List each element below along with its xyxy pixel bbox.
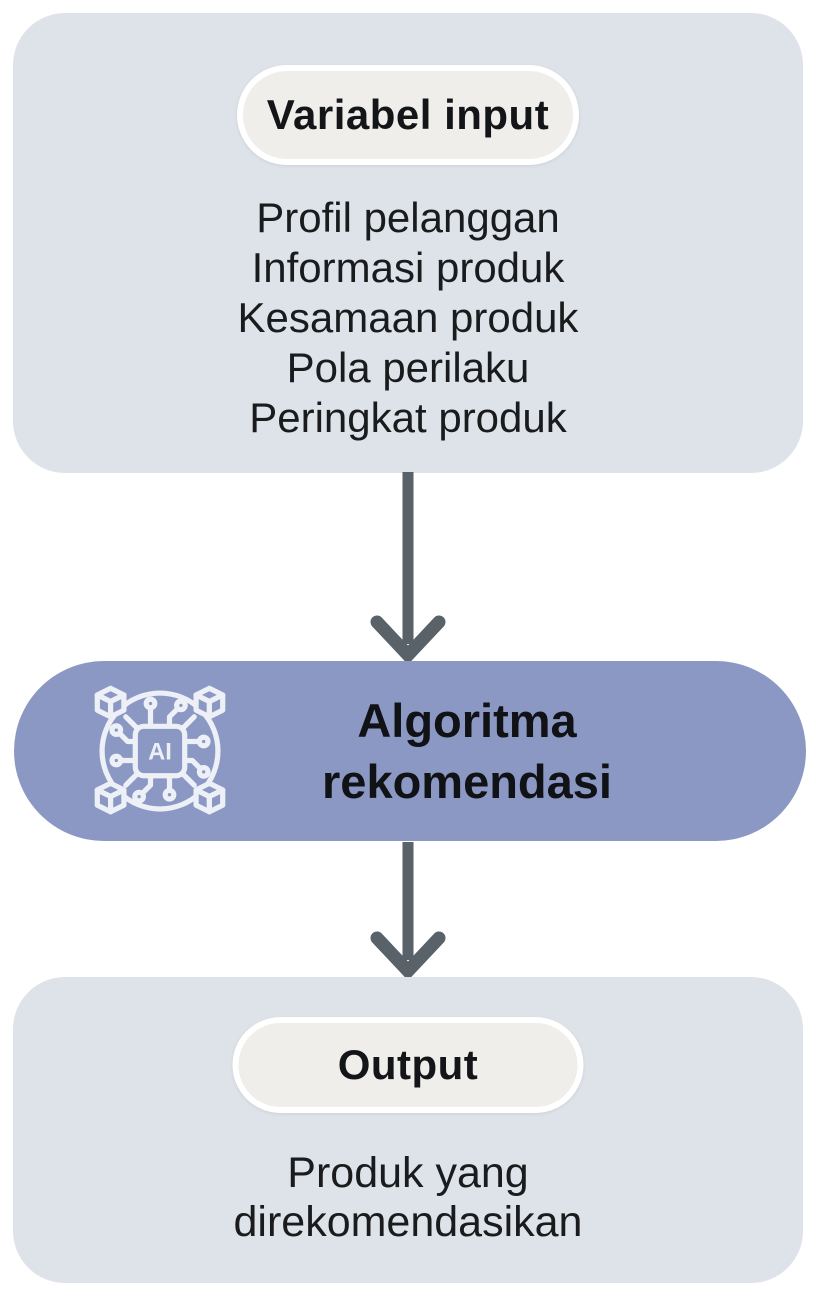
output-title-pill: Output (232, 1017, 584, 1113)
down-arrow-icon (370, 472, 446, 662)
output-result: Produk yang direkomendasikan (233, 1149, 583, 1246)
input-title: Variabel input (266, 91, 550, 138)
input-item: Pola perilaku (286, 344, 530, 391)
input-item: Peringkat produk (249, 394, 567, 441)
algorithm-box: AI Algoritma rekomendasi (14, 661, 806, 841)
algorithm-title: Algoritma rekomendasi (322, 694, 612, 808)
down-arrow-icon (370, 842, 446, 978)
output-title: Output (337, 1041, 479, 1088)
input-section-box: Variabel input Profil pelanggan Informas… (13, 13, 803, 473)
input-item-list: Profil pelanggan Informasi produk Kesama… (13, 193, 803, 443)
input-title-pill: Variabel input (237, 65, 579, 165)
output-section-box: Output Produk yang direkomendasikan (13, 977, 803, 1283)
ai-chip-label: AI (148, 739, 172, 766)
input-item: Informasi produk (251, 244, 565, 291)
ai-chip-icon: AI (94, 685, 226, 815)
input-item: Profil pelanggan (256, 194, 560, 241)
input-item: Kesamaan produk (237, 294, 579, 341)
